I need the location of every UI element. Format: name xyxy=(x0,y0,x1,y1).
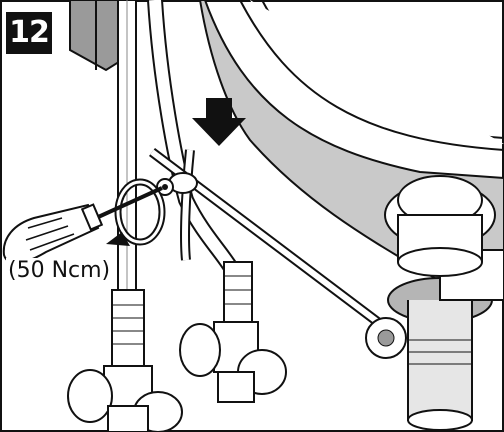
torque-annotation: (50 Ncm) xyxy=(6,258,113,283)
angle-valve-left xyxy=(67,289,183,432)
press-down-arrow-icon xyxy=(192,98,246,146)
drain-hose-edge xyxy=(239,0,504,151)
angle-valve-right xyxy=(179,261,287,403)
tighten-rotation-icon xyxy=(106,178,166,246)
step-number-badge: 12 xyxy=(6,12,52,54)
rod-clamp xyxy=(156,172,198,196)
pop-up-waste xyxy=(365,175,504,431)
screwdriver-icon xyxy=(2,186,163,264)
